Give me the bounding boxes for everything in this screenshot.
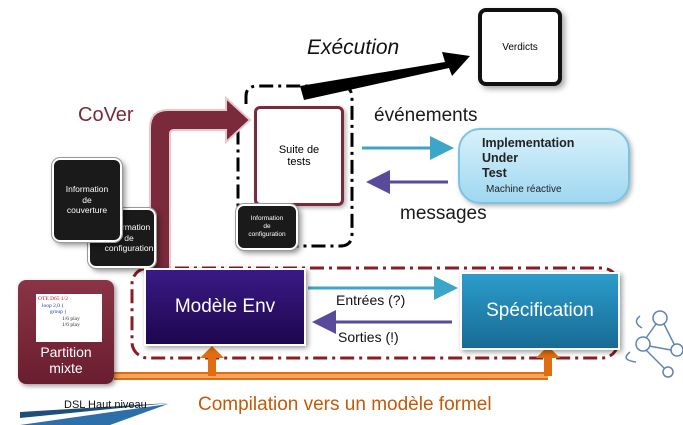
verdicts-label: Verdicts xyxy=(502,41,538,53)
configuration-info-label: Information de configuration xyxy=(104,222,154,254)
cover-arrow xyxy=(149,95,252,286)
execution-arrow xyxy=(300,52,470,100)
specification-label: Spécification xyxy=(486,300,594,321)
code-line: group { xyxy=(50,309,67,316)
test-suite-frame xyxy=(236,84,354,248)
iut-sublabel: Machine réactive xyxy=(486,184,562,195)
test-suite-box: Suite de tests xyxy=(254,106,344,206)
partition-label: Partition mixte xyxy=(40,344,92,377)
dsl-wedge xyxy=(20,403,170,425)
specification-box: Spécification xyxy=(460,272,620,350)
code-snippet: OTE D65 1/2 loop 2,0 { group { 1/6 play … xyxy=(36,294,102,342)
evenements-label: événements xyxy=(374,105,478,126)
verdicts-box: Verdicts xyxy=(478,8,562,86)
execution-label: Exécution xyxy=(307,36,400,59)
coverage-info-box: Information de couverture xyxy=(51,157,123,243)
cover-label: CoVer xyxy=(78,104,134,126)
code-line: 1/6 play xyxy=(62,322,80,329)
iut-label: Implementation Under Test xyxy=(482,136,575,180)
modele-env-box: Modèle Env xyxy=(144,268,306,346)
messages-label: messages xyxy=(400,203,487,224)
configuration-info-small: Information de configuration xyxy=(235,203,299,251)
test-suite-label: Suite de tests xyxy=(278,144,320,168)
compilation-label: Compilation vers un modèle formel xyxy=(198,394,492,415)
iut-box: Implementation Under Test Machine réacti… xyxy=(458,128,630,204)
dsl-label: DSL Haut niveau xyxy=(64,399,147,411)
sorties-label: Sorties (!) xyxy=(338,329,399,345)
code-line: 1/6 play xyxy=(62,315,80,322)
configuration-info-small-label: Information de configuration xyxy=(248,214,286,239)
partition-box: OTE D65 1/2 loop 2,0 { group { 1/6 play … xyxy=(18,280,114,384)
coverage-info-label: Information de couverture xyxy=(65,184,109,216)
code-line: loop 2,0 { xyxy=(42,302,65,309)
code-line: OTE D65 1/2 xyxy=(38,296,68,302)
compilation-arrows xyxy=(114,346,560,380)
automaton-graph-icon xyxy=(625,310,683,378)
entrees-label: Entrées (?) xyxy=(336,292,406,308)
modele-env-label: Modèle Env xyxy=(174,296,276,317)
